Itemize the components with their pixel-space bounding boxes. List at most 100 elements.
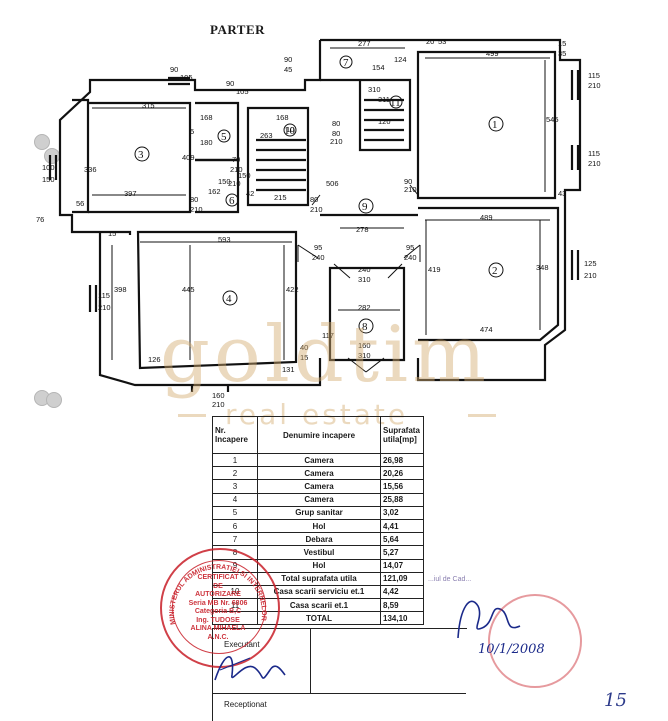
plan-dimension: 40 (300, 343, 308, 352)
plan-dimension: 53 (438, 37, 446, 46)
watermark-dash (178, 414, 206, 417)
plan-dimension: 115 (588, 149, 600, 158)
plan-dimension: 310 (358, 275, 371, 284)
cell-nr: 4 (212, 492, 258, 507)
plan-dimension: 154 (372, 63, 385, 72)
plan-dimension: 210 (330, 137, 343, 146)
plan-dimension: 348 (536, 263, 549, 272)
plan-dimension: 15 (300, 353, 308, 362)
plan-dimension: 42 (246, 189, 254, 198)
plan-dimension: 419 (428, 265, 441, 274)
plan-dimension: 210 (190, 205, 203, 214)
cell-nr: 2 (212, 466, 258, 481)
room-number: 2 (492, 265, 498, 277)
cell-name: Grup sanitar (257, 505, 381, 520)
side-note: ...iul de Cad... (428, 576, 472, 583)
plan-dimension: 95 (314, 243, 322, 252)
room-number: 9 (362, 201, 368, 213)
room-number: 3 (138, 149, 144, 161)
cell-area: 15,56 (380, 479, 424, 494)
signature-block (212, 628, 467, 721)
plan-dimension: 278 (356, 225, 369, 234)
plan-dimension: 474 (480, 325, 493, 334)
plan-dimension: 90 (284, 55, 292, 64)
column-header-name: Denumire incapere (257, 416, 381, 454)
receptionat-label: Receptionat (224, 700, 267, 709)
cell-area: 14,07 (380, 558, 424, 573)
stamp-ring-text: MINISTERUL ADMINISTRATIEI SI INTERNELOR (169, 564, 267, 625)
cell-area: 121,09 (380, 571, 424, 586)
plan-dimension: 150 (238, 171, 251, 180)
cell-area: 4,41 (380, 518, 424, 534)
room-number: 11 (390, 97, 401, 109)
watermark-dash (468, 414, 496, 417)
cell-area: 4,42 (380, 584, 424, 600)
cell-area: 20,26 (380, 466, 424, 481)
cell-nr: 1 (212, 452, 258, 468)
handwritten-date: 10/1/2008 (478, 642, 545, 657)
plan-dimension: 117 (322, 331, 334, 340)
plan-dimension: 105 (236, 87, 249, 96)
plan-dimension: 210 (230, 165, 243, 174)
plan-dimension: 210 (584, 271, 597, 280)
plan-dimension: 126 (148, 355, 161, 364)
plan-dimension: 100 (42, 163, 55, 172)
room-number: 8 (362, 321, 368, 333)
plan-dimension: 56 (76, 199, 84, 208)
cell-area: 5,27 (380, 545, 424, 560)
plan-dimension: 409 (182, 153, 195, 162)
plan-dimension: 76 (36, 215, 44, 224)
plan-dimension: 80 (190, 195, 198, 204)
cell-area: 8,59 (380, 598, 424, 613)
cell-area: 3,02 (380, 505, 424, 520)
cell-name: Camera (257, 452, 381, 468)
plan-dimension: 168 (200, 113, 213, 122)
plan-dimension: 131 (282, 365, 295, 374)
plan-dimension: 125 (584, 259, 597, 268)
cell-nr: 6 (212, 518, 258, 534)
signature-rule (212, 693, 466, 694)
cell-name: Camera (257, 479, 381, 494)
plan-dimension: 10 (286, 125, 294, 134)
plan-dimension: 115 (98, 291, 110, 300)
plan-dimension: 90 (404, 177, 412, 186)
floor-plan-drawing: 20 53 277 90 45 499 15 35 90 105 154 124… (36, 37, 601, 409)
plan-dimension: 210 (212, 400, 225, 409)
plan-dimension: 311 (378, 95, 390, 104)
plan-dimension: 95 (406, 243, 414, 252)
signature-divider (310, 628, 311, 693)
plan-dimension: 180 (200, 138, 213, 147)
plan-dimension: 45 (284, 65, 292, 74)
stamp-line: AUTORIZARE (195, 591, 241, 598)
watermark-brand: goldtim (160, 310, 491, 400)
receiver-stamp (488, 594, 582, 688)
room-number: 5 (221, 131, 227, 143)
plan-dimension: 15 (108, 229, 116, 238)
plan-dimension: 263 (260, 131, 273, 140)
cell-name: Debara (257, 532, 381, 547)
plan-dimension: 277 (358, 39, 371, 48)
cell-area: 25,88 (380, 492, 424, 507)
plan-dimension: 499 (486, 49, 499, 58)
plan-dimension: 150 (218, 177, 231, 186)
table-header-row: Nr. Incapere Denumire incapere Suprafata… (212, 416, 424, 454)
cell-nr: 5 (212, 505, 258, 520)
plan-dimension: 545 (546, 115, 559, 124)
room-number: 6 (229, 195, 235, 207)
plan-dimension: 593 (218, 235, 231, 244)
plan-dimension: 168 (276, 113, 289, 122)
plan-dimension: 240 (404, 253, 417, 262)
room-number: 1 (492, 119, 498, 131)
executant-signature (214, 656, 286, 681)
certification-stamp-inner-ring (172, 560, 266, 654)
plan-dimension: 210 (310, 205, 323, 214)
plan-dimension: 90 (170, 65, 178, 74)
punch-hole (46, 392, 62, 408)
stamp-line: Seria MB Nr. 6806 (188, 599, 248, 607)
